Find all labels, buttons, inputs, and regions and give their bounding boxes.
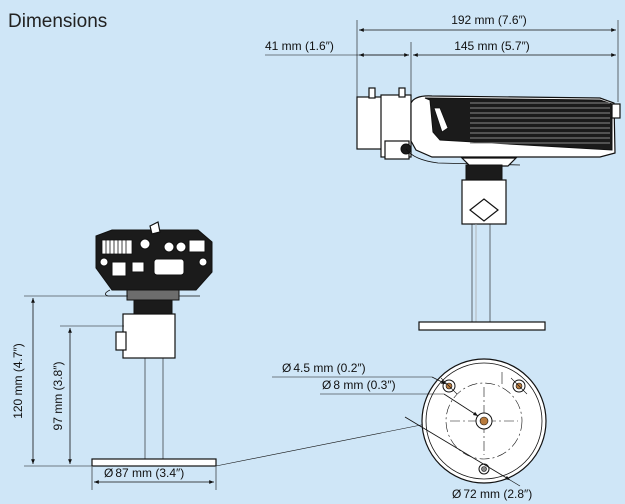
diameter-symbol: Ø [282, 361, 291, 375]
cable [405, 148, 521, 166]
diameter-symbol: Ø [104, 466, 113, 480]
rear-connector [611, 103, 621, 119]
leader-line [509, 479, 521, 487]
diameter-symbol: Ø [322, 378, 331, 392]
lens [356, 96, 384, 150]
side-view: 192 mm (7.6″) 41 mm (1.6″) 145 mm (5.7″) [265, 13, 621, 331]
projection-line [215, 423, 427, 467]
page-title: Dimensions [8, 11, 107, 32]
screw-hole-small-label: 4.5 mm (0.2″) [293, 361, 365, 375]
housing-top-cover [424, 97, 613, 151]
screw-hole-fill [481, 466, 487, 472]
focus-screw-top [149, 221, 161, 235]
housing-ribs [470, 102, 610, 144]
ethernet-port [188, 239, 206, 253]
stand-height-label: 97 mm (3.8″) [51, 362, 65, 431]
diameter-symbol: Ø [452, 487, 461, 501]
mount-circle-line [404, 416, 511, 481]
mount-bolt-circle [445, 382, 523, 460]
terminal-block [101, 239, 133, 255]
terminal-pins [105, 240, 127, 254]
stand-base-front [91, 458, 217, 467]
serial-port [153, 258, 185, 276]
power-led [139, 238, 151, 250]
power-connector [111, 261, 127, 277]
total-height-label: 120 mm (4.7″) [11, 343, 25, 419]
leader-arrow [443, 393, 479, 417]
centre-hole-fill [479, 416, 489, 426]
mount-plate-front [126, 289, 180, 301]
mount-circle-label: 72 mm (2.8″) [463, 487, 532, 501]
body-length-label: 145 mm (5.7″) [454, 39, 530, 53]
zoom-screw [398, 87, 406, 98]
base-inner-outline [425, 362, 543, 480]
stand-base [418, 321, 546, 331]
mount-plate [460, 157, 518, 167]
mount-ring-front [133, 299, 173, 315]
stand-knuckle-front [122, 313, 176, 359]
hole-centre-mark [510, 377, 528, 395]
knuckle-knob [115, 331, 127, 351]
focus-screw [368, 87, 376, 99]
knuckle-nut [469, 198, 499, 222]
housing-label-window [433, 107, 449, 133]
leader-arrow [431, 376, 447, 385]
network-led [163, 241, 175, 253]
mount-ring [465, 164, 503, 181]
overall-length-label: 192 mm (7.6″) [451, 13, 527, 27]
status-led [175, 241, 187, 253]
mount-screw-left [99, 257, 109, 267]
mount-screw-right [198, 257, 208, 267]
screw-hole-centre-label: 8 mm (0.3″) [333, 378, 395, 392]
base-diameter-label: 87 mm (3.4″) [115, 466, 184, 480]
lens-length-label: 41 mm (1.6″) [265, 39, 334, 53]
io-connector [131, 261, 145, 273]
